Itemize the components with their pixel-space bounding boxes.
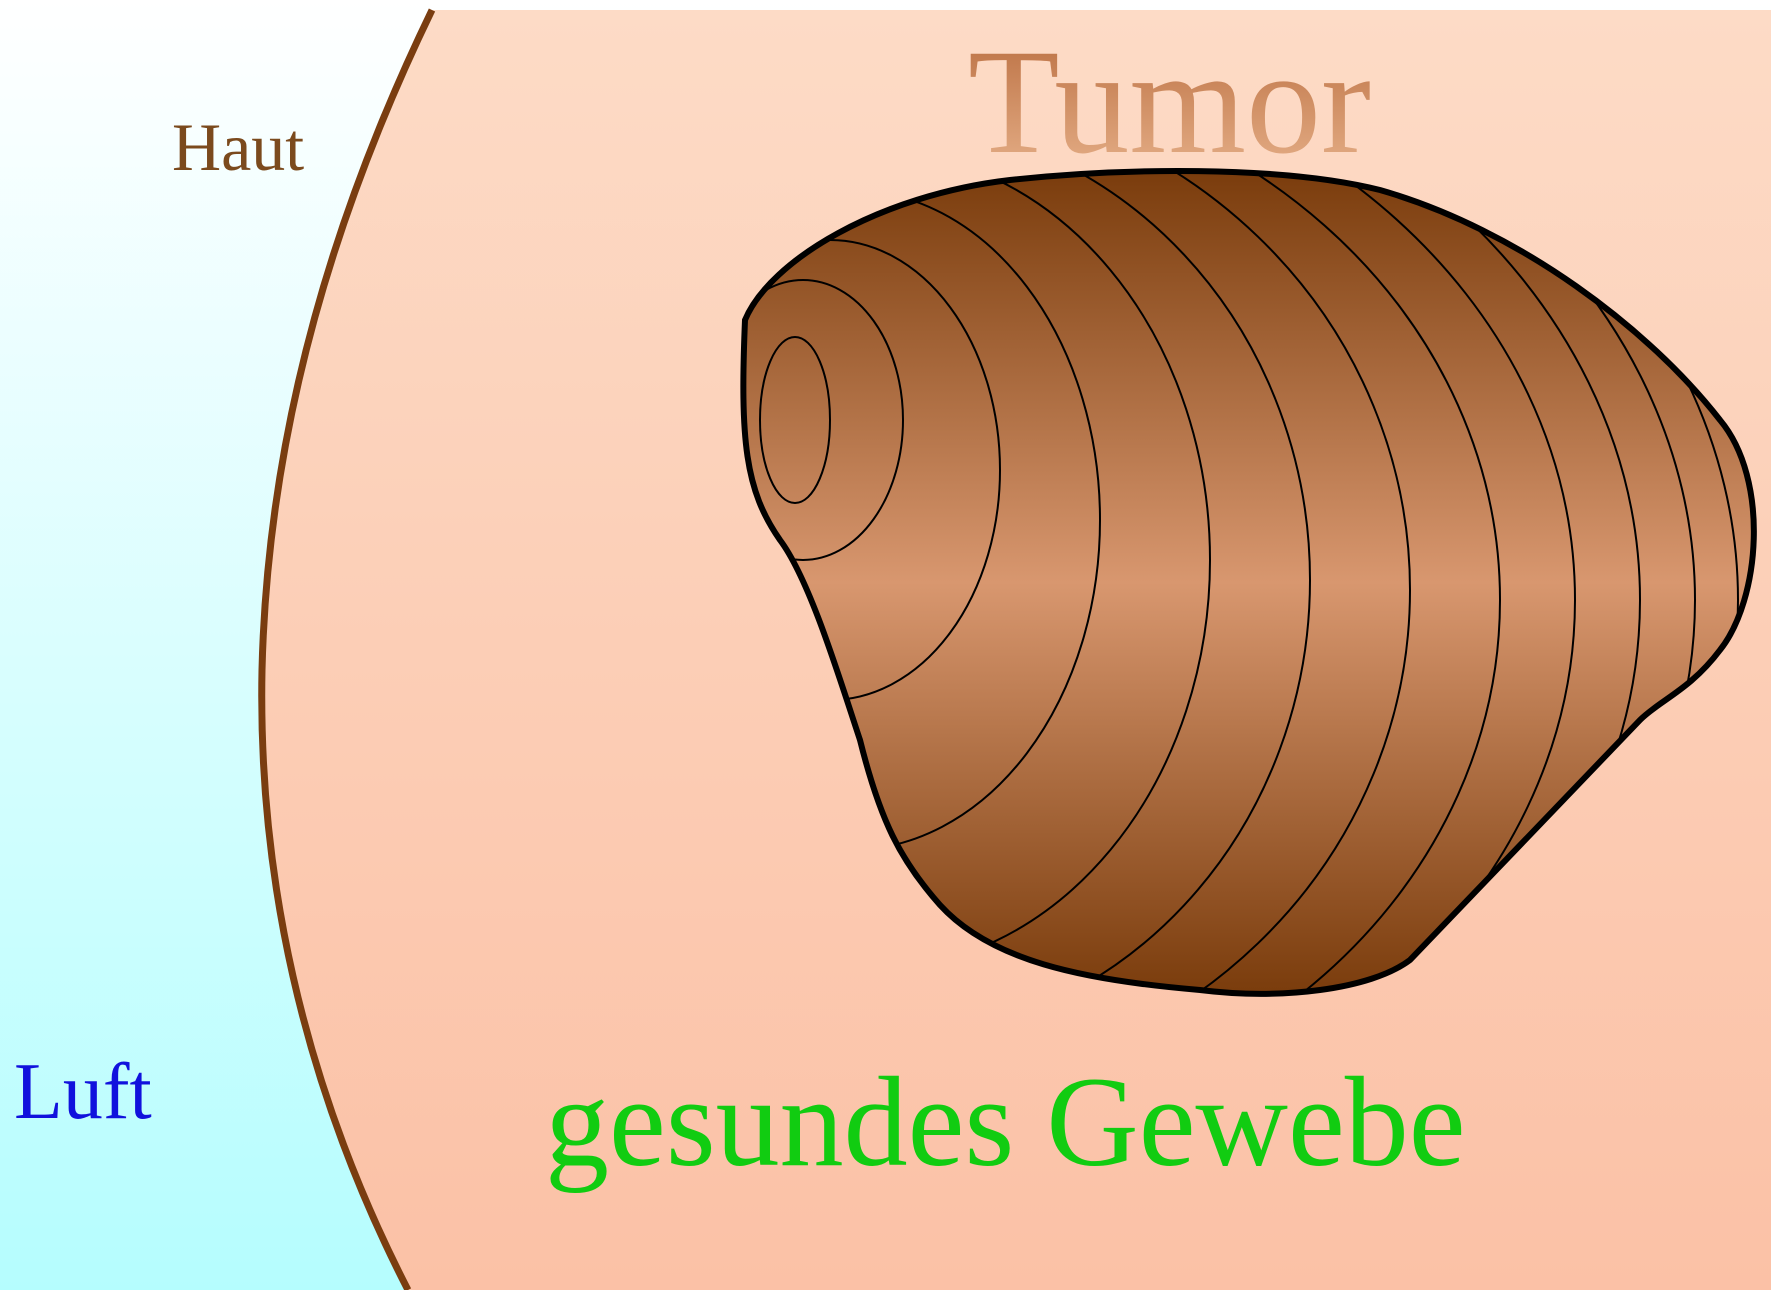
air-label: Luft	[14, 1048, 152, 1136]
tumor-label: Tumor	[968, 19, 1371, 185]
healthy-tissue-label: gesundes Gewebe	[545, 1051, 1466, 1193]
skin-label: Haut	[172, 109, 304, 185]
